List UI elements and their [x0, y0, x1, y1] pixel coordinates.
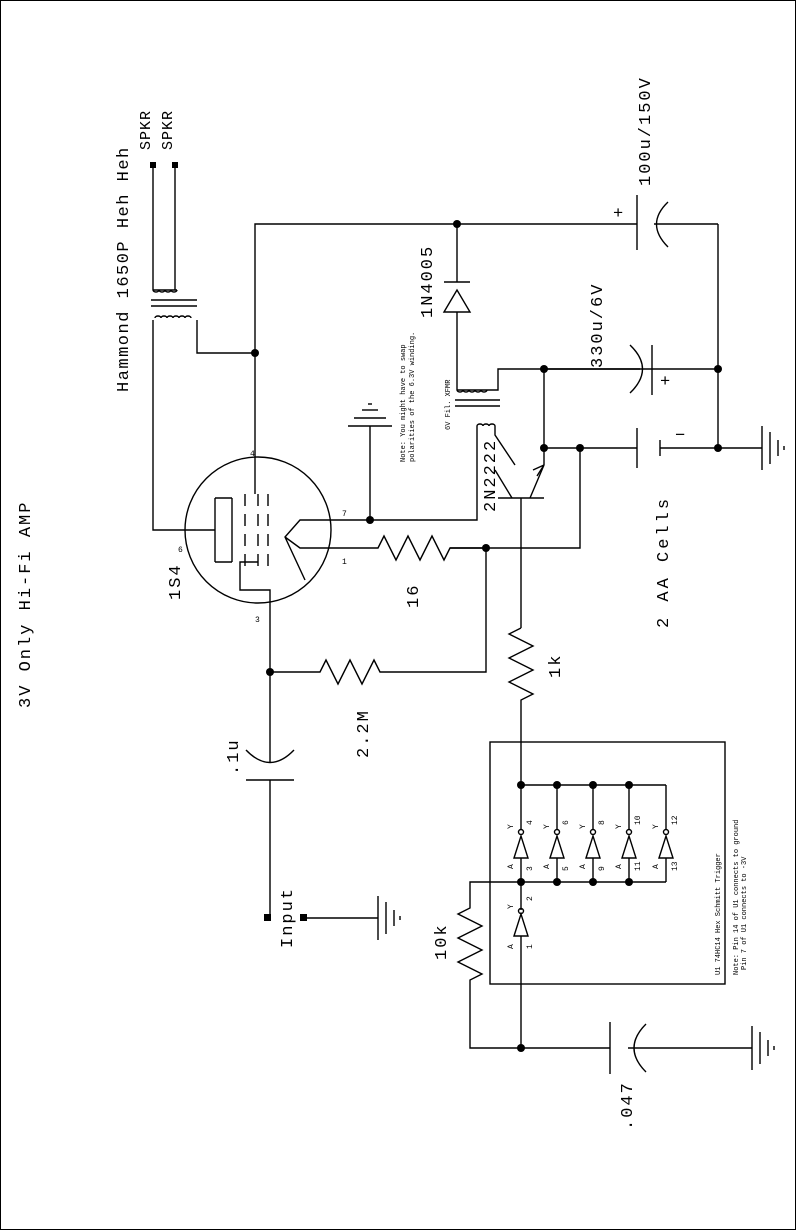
- pin-a: A: [615, 864, 624, 869]
- spkr-label-1: SPKR: [138, 110, 155, 150]
- pin-num: 12: [671, 815, 680, 825]
- diode-label: 1N4005: [419, 245, 438, 318]
- pin-y: Y: [652, 824, 661, 829]
- minus-sign: −: [675, 427, 685, 446]
- plus-sign: +: [613, 205, 623, 224]
- pin-num: 5: [562, 866, 571, 871]
- resistor-16: 16: [330, 534, 486, 608]
- cap-input: .1u: [225, 672, 295, 918]
- page-title: 3V Only Hi-Fi AMP: [17, 501, 36, 708]
- transformer-label: Hammond 1650P Heh Heh: [115, 146, 134, 392]
- resistor-2m2-label: 2.2M: [355, 709, 374, 758]
- fil-xfmr-label: 6V Fil. XFMR: [445, 379, 453, 430]
- input-terminal: Input: [264, 887, 401, 948]
- speaker-terminal-1: [150, 162, 156, 168]
- resistor-16-label: 16: [405, 584, 424, 608]
- ic-note-2: Pin 7 of U1 connects to -3V: [741, 856, 749, 970]
- pin-y: Y: [579, 824, 588, 829]
- pin-y: Y: [543, 824, 552, 829]
- transistor-label: 2N2222: [482, 439, 501, 512]
- note-swap-2: polarities of the 6.3V winding.: [409, 332, 417, 462]
- speaker-terminal-2: [172, 162, 178, 168]
- diode-1n4005: 1N4005: [419, 224, 472, 390]
- pin-a: Y: [507, 824, 516, 829]
- tube-pin-4: 4: [250, 450, 255, 459]
- tube-pin-6: 6: [178, 546, 183, 555]
- pin-a: A: [579, 864, 588, 869]
- ic-note-1: Note: Pin 14 of U1 connects to ground: [733, 820, 741, 975]
- gate-4: Y A 8 9: [579, 785, 607, 882]
- tube-pin-1: 1: [342, 558, 347, 567]
- resistor-1k-label: 1k: [547, 654, 566, 678]
- pin-y: A: [507, 864, 516, 869]
- pin-y: Y: [507, 904, 516, 909]
- pin-num: 9: [598, 866, 607, 871]
- pin-num: 3: [526, 866, 535, 871]
- note-swap-1: Note: You might have to swap: [400, 344, 408, 462]
- wire: [392, 548, 487, 673]
- resistor-10k-label: 10k: [433, 923, 452, 960]
- output-transformer: Hammond 1650P Heh Heh SPKR SPKR: [115, 110, 255, 531]
- bplus-wire: [254, 223, 612, 460]
- pin-a: A: [543, 864, 552, 869]
- plus-sign: +: [660, 373, 670, 392]
- resistor-1k: 1k: [507, 627, 566, 785]
- cap-047-label: .047: [619, 1081, 638, 1130]
- gate-5: Y A 10 11: [615, 785, 643, 882]
- gate-6: Y A 12 13: [652, 785, 680, 882]
- cap-100u-label: 100u/150V: [637, 76, 656, 186]
- cap-330u-label: 330u/6V: [589, 283, 608, 368]
- pin-num: 13: [671, 861, 680, 871]
- pin-num: 10: [634, 815, 643, 825]
- tube-label: 1S4: [167, 563, 186, 600]
- gate-1: Y A 2 1: [507, 882, 535, 1048]
- gate-2: Y A 4 3: [507, 785, 535, 882]
- battery: − 2 AA Cells: [544, 427, 718, 628]
- ic-title: U1 74HC14 Hex Schmitt Trigger: [715, 853, 723, 975]
- pin-num: 1: [526, 944, 535, 949]
- pin-a: A: [652, 864, 661, 869]
- battery-label: 2 AA Cells: [655, 496, 674, 628]
- pin-num: 11: [634, 861, 643, 871]
- ground-symbol: [348, 403, 392, 520]
- pin-y: Y: [615, 824, 624, 829]
- tube-pin-3: 3: [255, 616, 260, 625]
- pin-num: 8: [598, 820, 607, 825]
- gate-3: Y A 6 5: [543, 785, 571, 882]
- tube-1s4: 1S4 4 6 7 1 3: [167, 450, 347, 625]
- spkr-label-2: SPKR: [160, 110, 177, 150]
- resistor-10k: 10k: [433, 881, 521, 1049]
- pin-a: A: [507, 944, 516, 949]
- cap-330u: + 330u/6V: [544, 283, 670, 395]
- junction: [251, 349, 259, 357]
- cap-100u: + 100u/150V: [612, 76, 718, 250]
- input-label: Input: [279, 887, 298, 948]
- ic-74hc14: U1 74HC14 Hex Schmitt Trigger Note: Pin …: [489, 741, 749, 1048]
- pin-num: 4: [526, 820, 535, 825]
- ground-symbol: [718, 426, 785, 470]
- cap-input-label: .1u: [225, 738, 244, 775]
- cap-047: .047: [521, 1022, 775, 1130]
- transistor-2n2222: 2N2222: [450, 439, 581, 628]
- pin-num: 2: [526, 896, 535, 901]
- tube-pin-7: 7: [342, 510, 347, 519]
- resistor-2m2: 2.2M: [269, 605, 392, 758]
- pin-num: 6: [562, 820, 571, 825]
